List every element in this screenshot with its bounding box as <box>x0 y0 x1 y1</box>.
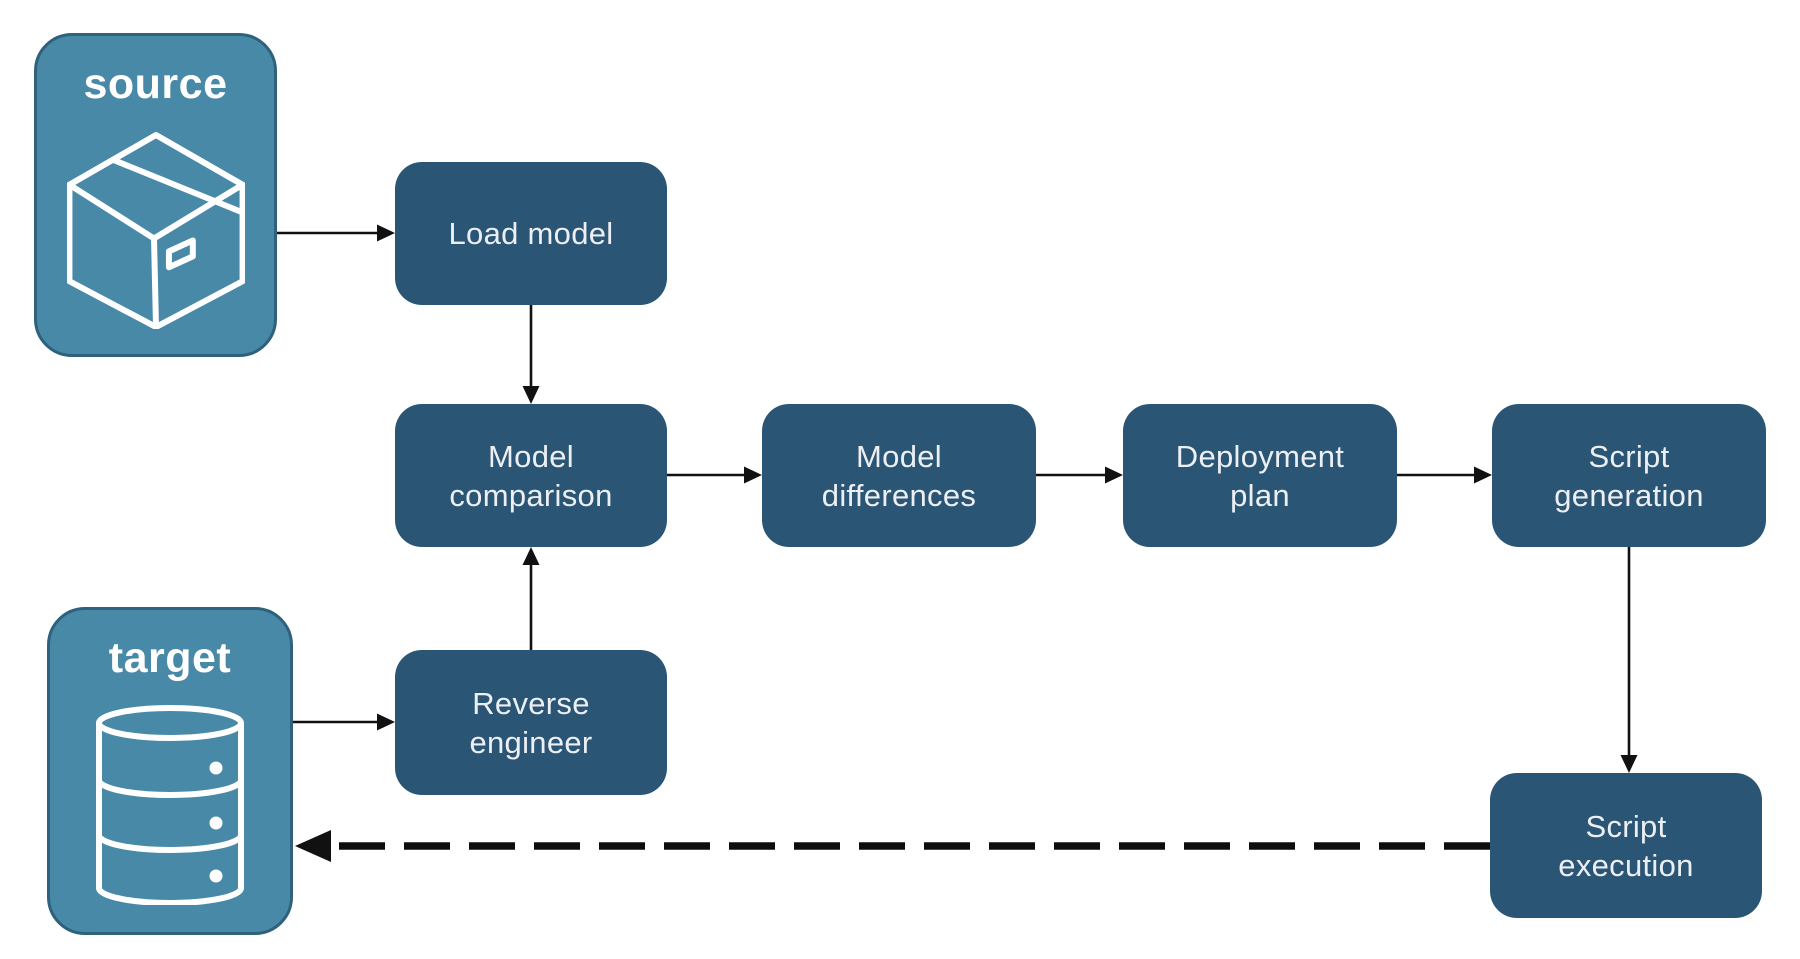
node-script-execution: Script execution <box>1490 773 1762 918</box>
database-icon <box>95 705 245 905</box>
node-script-generation: Script generation <box>1492 404 1766 547</box>
node-deployment-plan: Deployment plan <box>1123 404 1397 547</box>
node-model-comparison: Model comparison <box>395 404 667 547</box>
edge-target-to-reverse-engineer <box>293 713 395 731</box>
edge-load-model-to-model-comparison <box>522 305 540 404</box>
edge-model-differences-to-deployment-plan <box>1036 466 1123 484</box>
edge-source-to-load-model <box>277 224 395 242</box>
edge-reverse-engineer-to-model-comparison <box>522 547 540 650</box>
source-label: source <box>83 60 228 108</box>
source-entity: source <box>34 33 277 357</box>
node-reverse-engineer: Reverse engineer <box>395 650 667 795</box>
node-load-model: Load model <box>395 162 667 305</box>
edge-script-execution-to-target-dashed <box>295 830 1490 862</box>
edge-deployment-plan-to-script-generation <box>1397 466 1492 484</box>
node-model-differences: Model differences <box>762 404 1036 547</box>
edge-script-generation-to-script-execution <box>1620 547 1638 773</box>
target-entity: target <box>47 607 293 935</box>
edge-model-comparison-to-model-differences <box>666 466 762 484</box>
package-icon <box>66 131 245 329</box>
target-label: target <box>108 634 232 682</box>
